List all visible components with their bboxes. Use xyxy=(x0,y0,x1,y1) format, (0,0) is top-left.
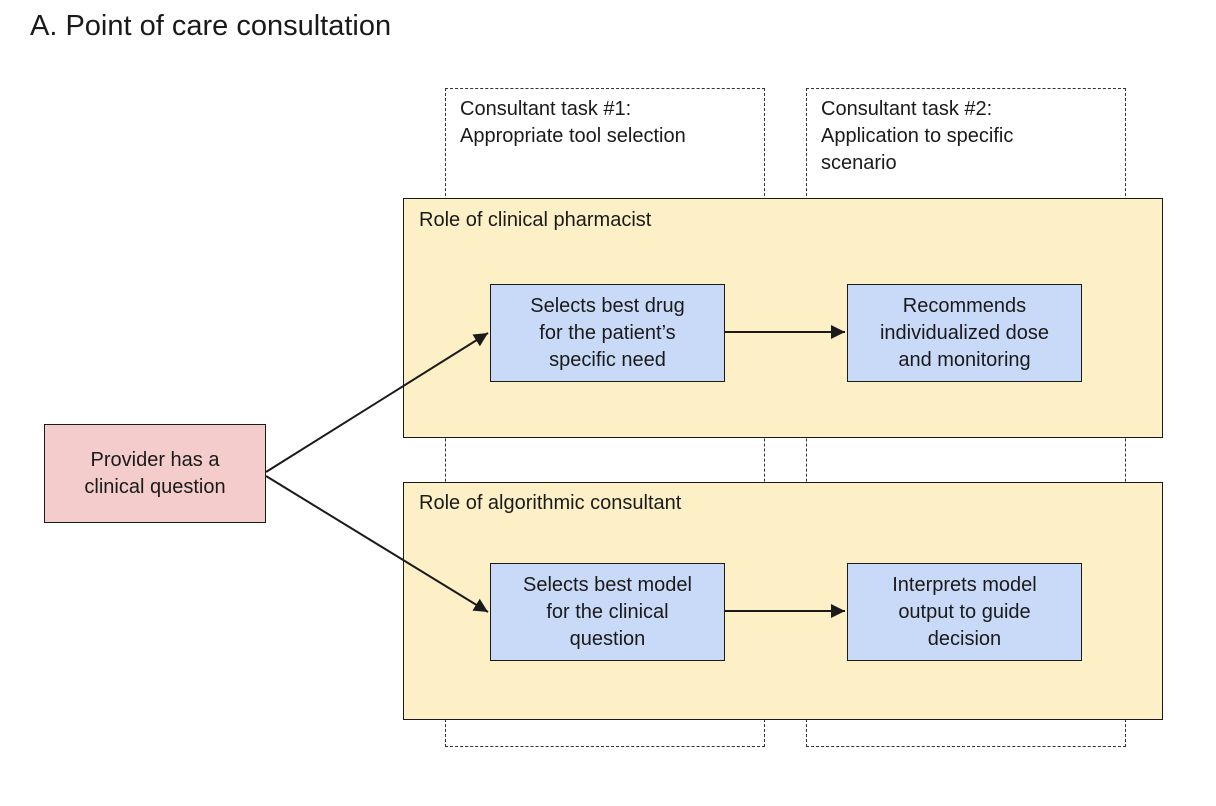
figure-title: A. Point of care consultation xyxy=(30,10,392,42)
step-interpret-output: Interprets model output to guide decisio… xyxy=(847,563,1082,661)
task-1-label: Consultant task #1: Appropriate tool sel… xyxy=(460,98,686,147)
step-select-model: Selects best model for the clinical ques… xyxy=(490,563,725,661)
task-2-label: Consultant task #2: Application to speci… xyxy=(821,98,1014,174)
step-recommend-dose: Recommends individualized dose and monit… xyxy=(847,284,1082,382)
role-pharmacist-label: Role of clinical pharmacist xyxy=(419,209,652,231)
role-algorithmic-label: Role of algorithmic consultant xyxy=(419,492,682,514)
step-select-drug: Selects best drug for the patient’s spec… xyxy=(490,284,725,382)
provider-question-box: Provider has a clinical question xyxy=(44,424,266,523)
